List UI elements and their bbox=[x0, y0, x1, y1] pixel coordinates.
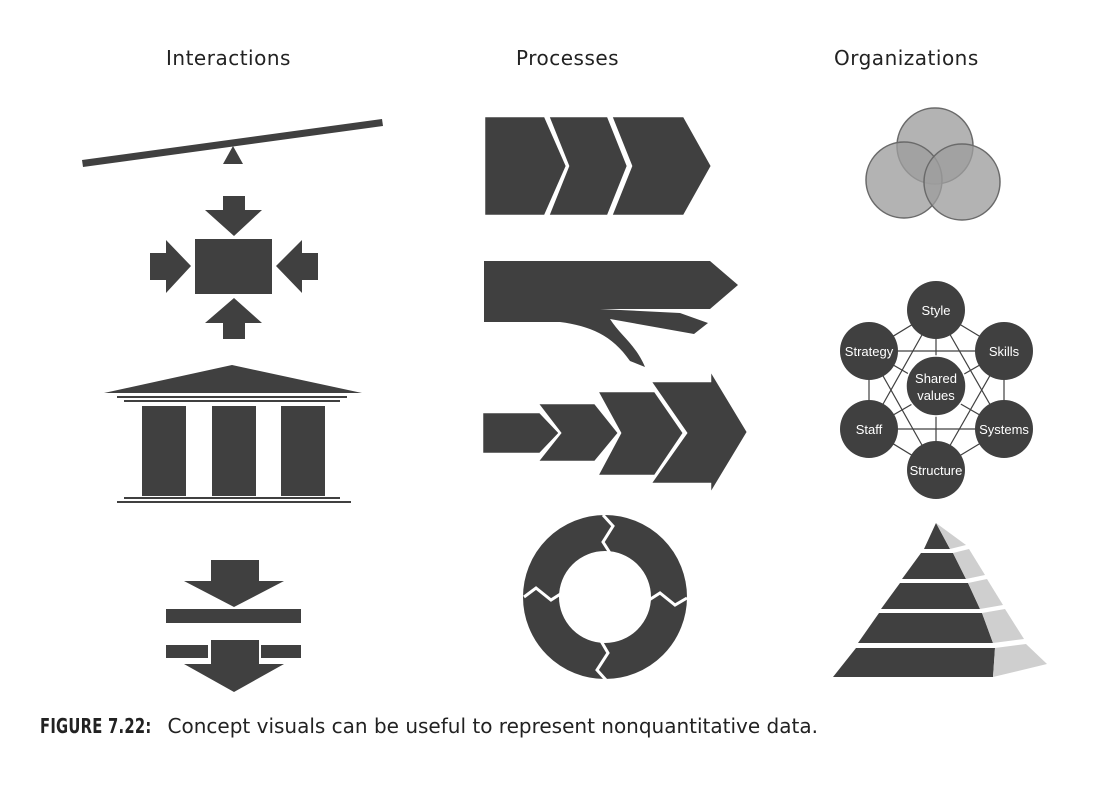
systems-node bbox=[975, 400, 1033, 458]
converging-arrows-icon bbox=[150, 196, 318, 339]
figure-caption: FIGURE 7.22: Concept visuals can be usef… bbox=[40, 714, 818, 739]
interactions-heading: Interactions bbox=[166, 46, 291, 70]
strategy-label: Strategy bbox=[845, 344, 894, 359]
skills-node bbox=[975, 322, 1033, 380]
processes-heading: Processes bbox=[516, 46, 620, 70]
venn-circles-icon bbox=[865, 107, 1001, 221]
organizations-heading: Organizations bbox=[834, 46, 979, 70]
shared-values-node bbox=[905, 355, 967, 417]
seven-s-model-diagram: Style Skills Strategy Shared values Staf… bbox=[840, 281, 1033, 499]
staff-node bbox=[840, 400, 898, 458]
figure-label: FIGURE 7.22: bbox=[40, 714, 152, 738]
structure-label: Structure bbox=[910, 463, 963, 478]
strategy-node bbox=[840, 322, 898, 380]
figure-caption-text: Concept visuals can be useful to represe… bbox=[167, 714, 818, 738]
style-label: Style bbox=[922, 303, 951, 318]
chevron-process-icon bbox=[482, 114, 714, 218]
barrier-arrows-icon bbox=[166, 560, 301, 692]
expanding-chevrons-icon bbox=[480, 364, 750, 500]
structure-node bbox=[907, 441, 965, 499]
staff-label: Staff bbox=[856, 422, 883, 437]
skills-label: Skills bbox=[989, 344, 1020, 359]
systems-label: Systems bbox=[979, 422, 1029, 437]
branching-arrow-icon bbox=[484, 261, 738, 367]
balance-seesaw-icon bbox=[82, 119, 383, 167]
shared-values-label-line2: values bbox=[917, 388, 955, 403]
shared-values-label-line1: Shared bbox=[915, 371, 957, 386]
pyramid-hierarchy-icon bbox=[833, 523, 1047, 677]
cycle-ring-icon bbox=[523, 513, 688, 682]
institution-building-icon bbox=[104, 365, 362, 503]
style-node bbox=[907, 281, 965, 339]
